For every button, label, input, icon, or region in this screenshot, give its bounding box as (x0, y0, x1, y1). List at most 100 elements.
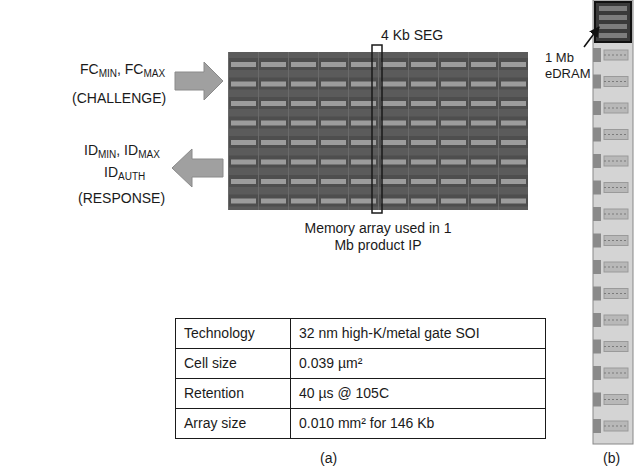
edram-band (599, 15, 627, 20)
strip-notch (593, 128, 601, 142)
strip-detail (604, 161, 628, 162)
memory-array (228, 52, 528, 210)
array-band (501, 121, 526, 126)
strip-notch (593, 340, 601, 354)
array-divider (258, 52, 259, 210)
signal-role: (CHALLENGE) (72, 90, 166, 107)
text-run: ID (104, 164, 118, 180)
array-band (261, 140, 286, 145)
strip-block (604, 395, 628, 405)
array-divider (468, 52, 469, 210)
array-caption: Memory array used in 1 Mb product IP (298, 220, 458, 254)
edram-band (599, 24, 627, 29)
array-divider (318, 52, 319, 210)
strip-notch (593, 313, 601, 327)
strip-detail (604, 346, 628, 347)
strip-block (604, 183, 628, 193)
array-band (441, 179, 466, 184)
strip-block (604, 315, 628, 325)
strip-detail (604, 426, 628, 427)
signal-role: (RESPONSE) (78, 190, 165, 207)
array-divider (348, 52, 349, 210)
array-band (471, 160, 496, 165)
array-band (411, 199, 436, 204)
array-band (291, 82, 316, 87)
array-band (441, 121, 466, 126)
array-band (441, 199, 466, 204)
array-band (261, 101, 286, 106)
challenge-arrow (175, 62, 223, 100)
strip-block (604, 77, 628, 87)
segment-outline (372, 45, 382, 213)
array-divider (288, 52, 289, 210)
array-band (381, 101, 406, 106)
strip-notch (593, 48, 601, 62)
array-band (291, 160, 316, 165)
array-band (231, 160, 256, 165)
array-band (501, 199, 526, 204)
array-divider (438, 52, 439, 210)
array-band (411, 160, 436, 165)
array-divider (228, 52, 229, 210)
table-cell: Cell size (176, 349, 290, 378)
segment-label: 4 Kb SEG (381, 27, 443, 44)
array-band (321, 62, 346, 67)
strip-detail (604, 267, 628, 268)
array-band (501, 82, 526, 87)
array-ground (228, 52, 528, 210)
strip-notch (593, 393, 601, 407)
strip-block (604, 156, 628, 166)
strip-block (604, 368, 628, 378)
strip-block (604, 236, 628, 246)
array-band (471, 140, 496, 145)
array-band (381, 179, 406, 184)
strip-block (604, 50, 628, 60)
strip-block (604, 130, 628, 140)
subscript: MAX (143, 68, 165, 79)
subscript: AUTH (118, 171, 145, 182)
array-band (291, 62, 316, 67)
array-band (291, 121, 316, 126)
strip-detail (604, 320, 628, 321)
strip-detail (604, 214, 628, 215)
panel-label: (a) (320, 450, 337, 467)
strip-block (604, 421, 628, 431)
strip-block (604, 289, 628, 299)
strip-detail (604, 373, 628, 374)
strip-notch (593, 234, 601, 248)
strip-detail (604, 187, 628, 188)
array-divider (408, 52, 409, 210)
array-band (501, 101, 526, 106)
strip-detail (604, 240, 628, 241)
array-band (261, 179, 286, 184)
array-band (321, 121, 346, 126)
table-cell: 32 nm high-K/metal gate SOI (291, 319, 545, 348)
table-cell: 0.010 mm² for 146 Kb (291, 409, 545, 438)
subscript: MIN (98, 149, 116, 160)
strip-block (604, 342, 628, 352)
strip-notch (593, 181, 601, 195)
strip-notch (593, 287, 601, 301)
response-arrow (172, 149, 223, 187)
strip-notch (593, 260, 601, 274)
edram-band (599, 6, 627, 11)
strip-notch (593, 366, 601, 380)
array-band (381, 140, 406, 145)
subscript: MIN (99, 68, 117, 79)
strip-notch (593, 75, 601, 89)
array-band (471, 121, 496, 126)
array-band (291, 179, 316, 184)
array-band (261, 121, 286, 126)
array-band (291, 101, 316, 106)
array-divider (498, 52, 499, 210)
array-band (441, 140, 466, 145)
array-band (261, 82, 286, 87)
subscript: MAX (138, 149, 160, 160)
array-band (471, 101, 496, 106)
leader-arrow (584, 27, 599, 47)
strip-detail (604, 108, 628, 109)
array-band (231, 179, 256, 184)
array-band (471, 199, 496, 204)
table-cell: 0.039 µm² (291, 349, 545, 378)
strip-block (604, 103, 628, 113)
